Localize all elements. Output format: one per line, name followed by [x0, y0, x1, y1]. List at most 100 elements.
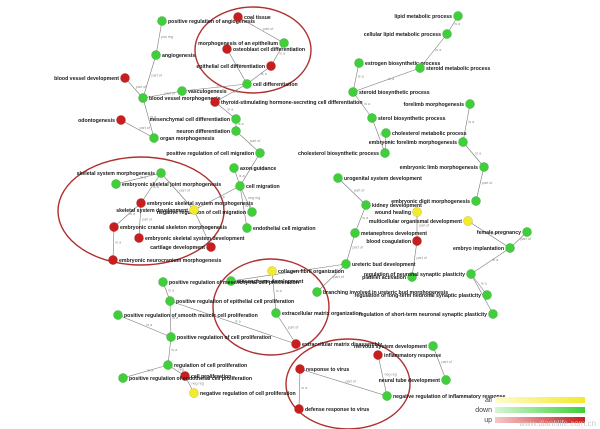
node-marker[interactable] — [373, 350, 383, 360]
node-digit[interactable]: embryonic digit morphogenesis — [391, 196, 481, 206]
node-forebrain[interactable]: embryonic forelimb morphogenesis — [369, 137, 468, 147]
node-marker[interactable] — [165, 296, 175, 306]
node-sterol[interactable]: sterol biosynthetic process — [367, 113, 446, 123]
node-stp[interactable]: regulation of short-term neuronal synapt… — [358, 309, 498, 319]
node-marker[interactable] — [522, 227, 532, 237]
node-marker[interactable] — [465, 99, 475, 109]
node-marker[interactable] — [291, 339, 301, 349]
node-cellprolif[interactable]: cell proliferation — [180, 371, 231, 381]
node-epidiff[interactable]: epithelial cell differentiation — [196, 61, 276, 71]
node-marker[interactable] — [111, 179, 121, 189]
node-marker[interactable] — [415, 63, 425, 73]
node-neuron[interactable]: neuron differentiation — [176, 126, 241, 136]
node-ecmdis[interactable]: extracellular matrix disassembly — [291, 339, 382, 349]
node-marker[interactable] — [294, 404, 304, 414]
node-marker[interactable] — [233, 12, 243, 22]
node-defvirus[interactable]: defense response to virus — [294, 404, 369, 414]
node-migr[interactable]: positive regulation of cell migration — [166, 148, 265, 158]
node-ecm[interactable]: extracellular matrix organization — [271, 308, 362, 318]
node-marker[interactable] — [333, 173, 343, 183]
node-marker[interactable] — [367, 113, 377, 123]
node-sterbio[interactable]: steroid biosynthetic process — [348, 87, 430, 97]
node-kidney[interactable]: kidney development — [361, 200, 422, 210]
node-marker[interactable] — [206, 242, 216, 252]
node-marker[interactable] — [189, 388, 199, 398]
node-endoprolif[interactable]: positive regulation of endothelial cell … — [118, 373, 252, 383]
node-marker[interactable] — [271, 308, 281, 318]
node-limb[interactable]: embryonic limb morphogenesis — [400, 162, 489, 172]
node-smooth[interactable]: positive regulation of smooth muscle cel… — [113, 310, 258, 320]
node-marker[interactable] — [382, 391, 392, 401]
node-nervous[interactable]: nervous system development — [354, 341, 438, 351]
node-female[interactable]: female pregnancy — [477, 227, 532, 237]
node-synaptic[interactable]: regulation of neuronal synaptic plastici… — [364, 269, 476, 279]
node-neurocran[interactable]: embryonic neurocranium morphogenesis — [108, 255, 221, 265]
node-marker[interactable] — [341, 259, 351, 269]
node-marker[interactable] — [134, 233, 144, 243]
node-forelimb[interactable]: forelimb morphogenesis — [403, 99, 475, 109]
node-marker[interactable] — [138, 93, 148, 103]
node-virus[interactable]: response to virus — [295, 364, 349, 374]
node-marker[interactable] — [354, 58, 364, 68]
node-marker[interactable] — [441, 375, 451, 385]
node-marker[interactable] — [189, 205, 199, 215]
node-metaneph[interactable]: metanephros development — [350, 228, 427, 238]
node-marker[interactable] — [442, 29, 452, 39]
node-marker[interactable] — [231, 126, 241, 136]
node-marker[interactable] — [479, 162, 489, 172]
node-bvm[interactable]: blood vessel morphogenesis — [138, 93, 221, 103]
node-cranial[interactable]: embryonic cranial skeleton morphogenesis — [109, 222, 227, 232]
node-marker[interactable] — [210, 97, 220, 107]
node-marker[interactable] — [279, 38, 289, 48]
node-marker[interactable] — [242, 79, 252, 89]
node-skeldev[interactable]: skeletal system development — [116, 205, 199, 215]
node-marker[interactable] — [312, 287, 322, 297]
node-cholmet[interactable]: cholesterol metabolic process — [381, 128, 467, 138]
node-marker[interactable] — [348, 87, 358, 97]
node-vasc[interactable]: vasculogenesis — [177, 86, 227, 96]
node-marker[interactable] — [407, 272, 417, 282]
node-marker[interactable] — [156, 168, 166, 178]
node-marker[interactable] — [453, 11, 463, 21]
node-branching[interactable]: branching involved in ureteric bud morph… — [312, 287, 448, 297]
node-marker[interactable] — [350, 228, 360, 238]
node-embskeldev[interactable]: embryonic skeletal system development — [134, 233, 245, 243]
node-marker[interactable] — [109, 222, 119, 232]
node-marker[interactable] — [163, 360, 173, 370]
node-ureter[interactable]: ureteric bud development — [341, 259, 416, 269]
node-celldiff[interactable]: cell differentiation — [242, 79, 298, 89]
node-posprolif[interactable]: positive regulation of cell proliferatio… — [166, 332, 271, 342]
node-marker[interactable] — [177, 86, 187, 96]
node-marker[interactable] — [412, 207, 422, 217]
node-marker[interactable] — [229, 163, 239, 173]
node-marker[interactable] — [242, 223, 252, 233]
node-marker[interactable] — [412, 236, 422, 246]
node-marker[interactable] — [166, 332, 176, 342]
node-marker[interactable] — [428, 341, 438, 351]
node-marker[interactable] — [361, 200, 371, 210]
node-coal[interactable]: coal tissue — [233, 12, 271, 22]
node-marker[interactable] — [295, 364, 305, 374]
node-epiprolif[interactable]: positive regulation of epithelial cell p… — [165, 296, 294, 306]
node-axon[interactable]: axon guidance — [229, 163, 276, 173]
node-urogen[interactable]: urogenital system development — [333, 173, 422, 183]
node-cartilage[interactable]: cartilage development — [150, 242, 216, 252]
node-marker[interactable] — [151, 50, 161, 60]
node-marker[interactable] — [226, 276, 236, 286]
node-marker[interactable] — [247, 207, 257, 217]
node-marker[interactable] — [458, 137, 468, 147]
node-marker[interactable] — [180, 371, 190, 381]
node-marker[interactable] — [231, 114, 241, 124]
node-wound[interactable]: wound healing — [374, 207, 422, 217]
node-marker[interactable] — [505, 243, 515, 253]
node-marker[interactable] — [482, 290, 492, 300]
node-embskelmorph[interactable]: embryonic skeletal system morphogenesis — [136, 198, 253, 208]
node-steroid[interactable]: steroid metabolic process — [415, 63, 490, 73]
node-marker[interactable] — [120, 73, 130, 83]
node-jointmorph[interactable]: embryonic skeletal joint morphogenesis — [111, 179, 221, 189]
node-marker[interactable] — [471, 196, 481, 206]
node-cellipid[interactable]: cellular lipid metabolic process — [364, 29, 452, 39]
node-coag[interactable]: blood coagulation — [366, 236, 422, 246]
node-multi[interactable]: multicellular organismal development — [369, 216, 473, 226]
node-angio[interactable]: positive regulation of angiogenesis — [157, 16, 255, 26]
